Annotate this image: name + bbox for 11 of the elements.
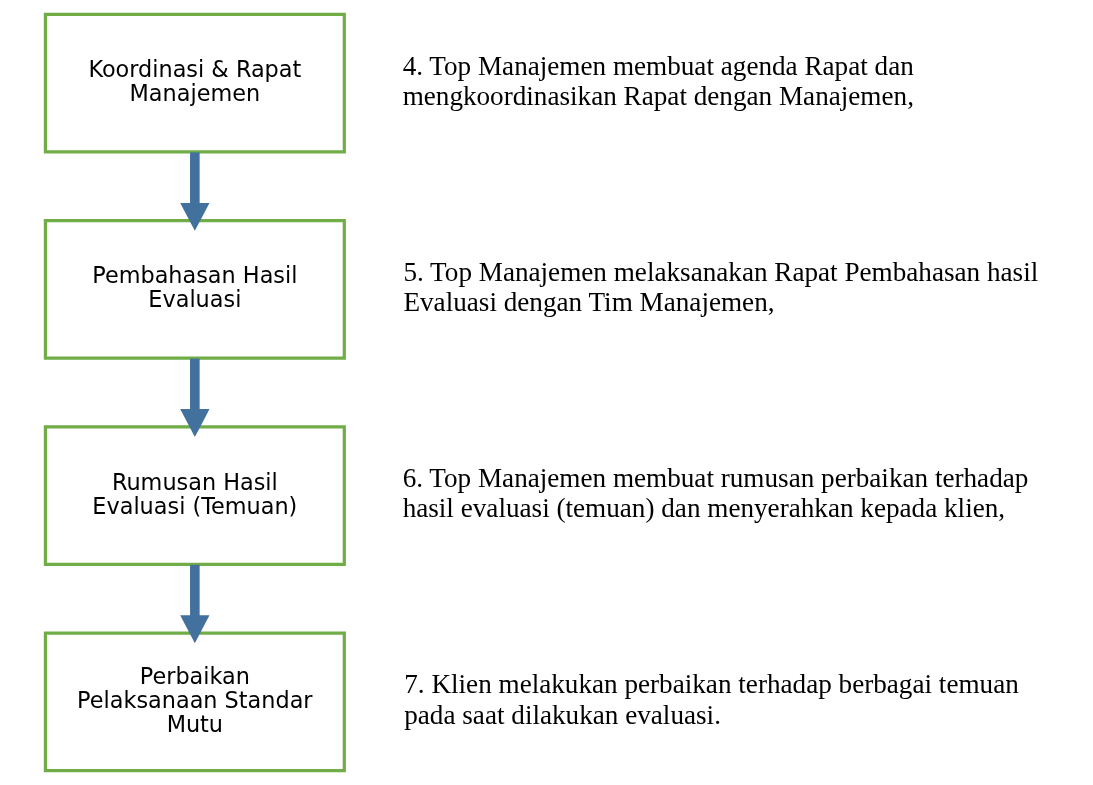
node-box: Perbaikan Pelaksanaan Standar Mutu	[43, 631, 346, 773]
node-box: Koordinasi & Rapat Manajemen	[43, 12, 346, 154]
arrow	[180, 358, 210, 438]
arrow	[180, 152, 210, 231]
arrow	[180, 564, 210, 644]
node-label: 6. Top Manajemen membuat rumusan perbaikan terhadap hasil evaluasi (temuan) dan menyerahkan kepada klien,	[402, 462, 1029, 524]
node-box: Rumusan Hasil Evaluasi (Temuan)	[43, 425, 346, 566]
node-label: 4. Top Manajemen membuat agenda Rapat dan mengkoordinasikan Rapat dengan Manajemen,	[402, 50, 914, 111]
node-box: Pembahasan Hasil Evaluasi	[43, 219, 346, 360]
node-label: 5. Top Manajemen melaksanakan Rapat Pembahasan hasil Evaluasi dengan Tim Manajemen,	[403, 256, 1039, 318]
node-label: 7. Klien melakukan perbaikan terhadap berbagai temuan pada saat dilakukan evaluasi.	[404, 669, 1019, 730]
